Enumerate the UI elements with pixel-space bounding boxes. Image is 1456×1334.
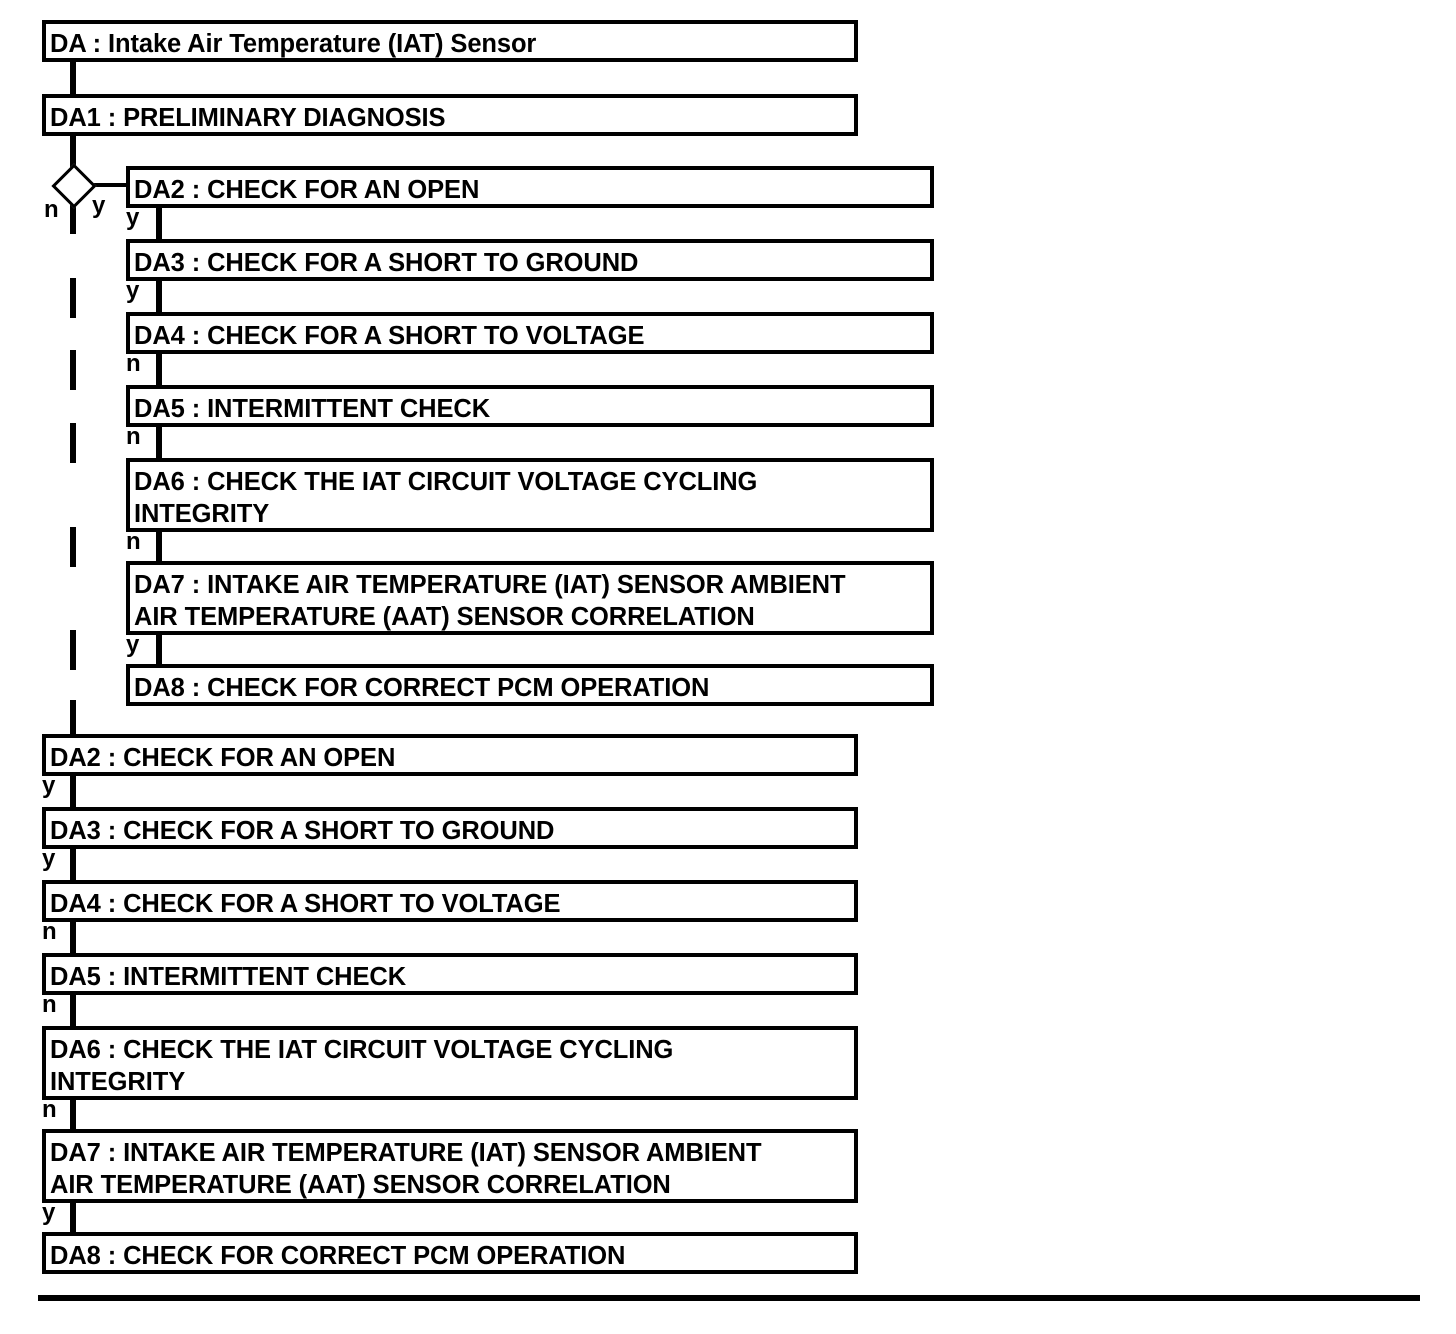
yes-node-da5[interactable]: DA5 : INTERMITTENT CHECK [126,385,934,427]
no-branch-segment-2 [70,350,76,390]
no-connector-da7-da8 [70,1199,76,1239]
no-connector-da3-da4 [70,845,76,885]
yes-edge-label-da6: n [126,528,141,555]
yes-node-da5-label: DA5 : INTERMITTENT CHECK [134,395,491,423]
connector-da-to-da1 [70,58,76,98]
yes-node-da8-label: DA8 : CHECK FOR CORRECT PCM OPERATION [134,674,710,702]
yes-node-da4-label: DA4 : CHECK FOR A SHORT TO VOLTAGE [134,322,645,350]
node-da1[interactable]: DA1 : PRELIMINARY DIAGNOSIS [42,94,858,136]
yes-connector-da4-da5 [156,350,162,390]
no-node-da7-label-line2: AIR TEMPERATURE (AAT) SENSOR CORRELATION [50,1171,671,1199]
connector-da1-to-decision [70,132,76,172]
no-branch-segment-1 [70,278,76,318]
no-connector-da4-da5 [70,918,76,958]
yes-edge-label-da2: y [126,204,140,231]
no-edge-label-da5: n [42,991,57,1018]
decision-yes-label: y [92,192,106,219]
no-edge-label-da3: y [42,845,56,872]
no-branch-segment-3 [70,423,76,463]
decision-no-label: n [44,196,59,223]
no-node-da8-label: DA8 : CHECK FOR CORRECT PCM OPERATION [50,1242,626,1270]
yes-node-da2-label: DA2 : CHECK FOR AN OPEN [134,176,480,204]
no-node-da5-label: DA5 : INTERMITTENT CHECK [50,963,407,991]
yes-node-da8[interactable]: DA8 : CHECK FOR CORRECT PCM OPERATION [126,664,934,706]
node-da-title-label: DA : Intake Air Temperature (IAT) Sensor [50,30,537,58]
yes-node-da7[interactable]: DA7 : INTAKE AIR TEMPERATURE (IAT) SENSO… [126,561,934,635]
yes-node-da6-label-line1: DA6 : CHECK THE IAT CIRCUIT VOLTAGE CYCL… [134,468,758,496]
yes-edge-label-da5: n [126,423,141,450]
no-edge-label-da2: y [42,772,56,799]
yes-edge-label-da3: y [126,277,140,304]
no-branch-segment-4 [70,527,76,567]
yes-node-da2[interactable]: DA2 : CHECK FOR AN OPEN [126,166,934,208]
no-branch-segment-6 [70,700,76,736]
page-footer-rule [38,1295,1420,1301]
yes-connector-da7-da8 [156,631,162,671]
no-connector-da6-da7 [70,1096,76,1136]
yes-node-da7-label-line1: DA7 : INTAKE AIR TEMPERATURE (IAT) SENSO… [134,571,846,599]
connector-decision-yes [88,183,132,187]
no-node-da8[interactable]: DA8 : CHECK FOR CORRECT PCM OPERATION [42,1232,858,1274]
yes-node-da3[interactable]: DA3 : CHECK FOR A SHORT TO GROUND [126,239,934,281]
no-node-da7[interactable]: DA7 : INTAKE AIR TEMPERATURE (IAT) SENSO… [42,1129,858,1203]
yes-connector-da2-da3 [156,204,162,244]
no-branch-segment-5 [70,630,76,670]
no-node-da6-label-line2: INTEGRITY [50,1068,186,1096]
yes-connector-da5-da6 [156,423,162,463]
no-edge-label-da4: n [42,918,57,945]
no-node-da6[interactable]: DA6 : CHECK THE IAT CIRCUIT VOLTAGE CYCL… [42,1026,858,1100]
no-node-da4[interactable]: DA4 : CHECK FOR A SHORT TO VOLTAGE [42,880,858,922]
yes-edge-label-da7: y [126,631,140,658]
no-node-da3[interactable]: DA3 : CHECK FOR A SHORT TO GROUND [42,807,858,849]
no-connector-da2-da3 [70,772,76,812]
yes-connector-da6-da7 [156,528,162,568]
node-da-title[interactable]: DA : Intake Air Temperature (IAT) Sensor [42,20,858,62]
yes-node-da7-label-line2: AIR TEMPERATURE (AAT) SENSOR CORRELATION [134,603,755,631]
no-connector-da5-da6 [70,991,76,1031]
no-node-da2-label: DA2 : CHECK FOR AN OPEN [50,744,396,772]
no-node-da2[interactable]: DA2 : CHECK FOR AN OPEN [42,734,858,776]
yes-edge-label-da4: n [126,350,141,377]
no-edge-label-da6: n [42,1096,57,1123]
no-node-da5[interactable]: DA5 : INTERMITTENT CHECK [42,953,858,995]
no-node-da3-label: DA3 : CHECK FOR A SHORT TO GROUND [50,817,555,845]
yes-node-da6[interactable]: DA6 : CHECK THE IAT CIRCUIT VOLTAGE CYCL… [126,458,934,532]
connector-decision-no-stub [70,198,76,234]
yes-node-da3-label: DA3 : CHECK FOR A SHORT TO GROUND [134,249,639,277]
no-node-da7-label-line1: DA7 : INTAKE AIR TEMPERATURE (IAT) SENSO… [50,1139,762,1167]
no-node-da6-label-line1: DA6 : CHECK THE IAT CIRCUIT VOLTAGE CYCL… [50,1036,674,1064]
yes-node-da6-label-line2: INTEGRITY [134,500,270,528]
node-da1-label: DA1 : PRELIMINARY DIAGNOSIS [50,104,446,132]
yes-node-da4[interactable]: DA4 : CHECK FOR A SHORT TO VOLTAGE [126,312,934,354]
yes-connector-da3-da4 [156,277,162,317]
no-node-da4-label: DA4 : CHECK FOR A SHORT TO VOLTAGE [50,890,561,918]
no-edge-label-da7: y [42,1199,56,1226]
